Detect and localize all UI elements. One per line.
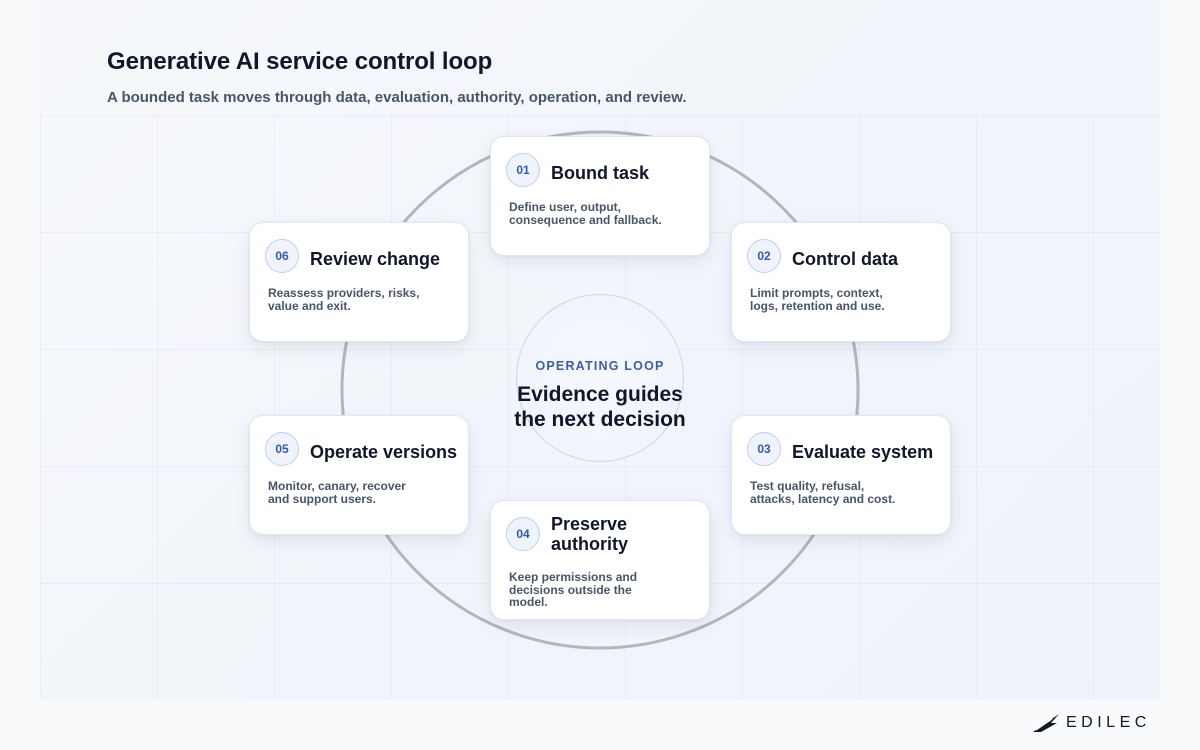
step-description-line: Keep permissions and bbox=[509, 570, 638, 584]
step-card-operate-versions: 05 Operate versions Monitor, canary, rec… bbox=[249, 415, 469, 535]
page-title: Generative AI service control loop bbox=[107, 48, 493, 75]
step-description: Limit prompts, context, logs, retention … bbox=[750, 287, 935, 312]
step-title: Preserve authority bbox=[551, 514, 706, 554]
step-title: Review change bbox=[310, 249, 441, 269]
step-card-bound-task: 01 Bound task Define user, output, conse… bbox=[490, 136, 710, 256]
step-number-badge: 02 bbox=[747, 239, 781, 273]
step-title-line: authority bbox=[551, 534, 629, 554]
step-number-badge: 06 bbox=[265, 239, 299, 273]
step-title: Control data bbox=[792, 249, 898, 269]
step-card-evaluate-system: 03 Evaluate system Test quality, refusal… bbox=[731, 415, 951, 535]
step-description-line: decisions outside the bbox=[509, 582, 632, 597]
step-description-line: Reassess providers, risks, bbox=[268, 286, 420, 300]
step-description: Define user, output, consequence and fal… bbox=[509, 201, 694, 226]
step-title: Evaluate system bbox=[792, 442, 934, 462]
step-description-line: Test quality, refusal, bbox=[750, 479, 865, 493]
step-description-line: logs, retention and use. bbox=[750, 298, 885, 313]
step-card-control-data: 02 Control data Limit prompts, context, … bbox=[731, 222, 951, 342]
step-description: Monitor, canary, recover and support use… bbox=[268, 480, 453, 505]
center-headline-line1: Evidence guides bbox=[517, 383, 683, 406]
step-description-line: attacks, latency and cost. bbox=[750, 491, 896, 506]
center-headline-line2: the next decision bbox=[514, 408, 686, 431]
loop-ring-circle bbox=[340, 130, 860, 650]
center-hub: OPERATING LOOP Evidence guides the next … bbox=[514, 294, 686, 462]
step-number-badge: 03 bbox=[747, 432, 781, 466]
step-description-line: model. bbox=[509, 595, 548, 609]
step-description-line: and support users. bbox=[268, 491, 377, 506]
step-description: Test quality, refusal, attacks, latency … bbox=[750, 480, 935, 505]
step-description-line: Define user, output, bbox=[509, 200, 622, 214]
step-card-review-change: 06 Review change Reassess providers, ris… bbox=[249, 222, 469, 342]
center-headline: Evidence guides the next decision bbox=[507, 382, 693, 432]
page-subtitle: A bounded task moves through data, evalu… bbox=[107, 89, 687, 106]
step-number-badge: 04 bbox=[506, 517, 540, 551]
center-kicker: OPERATING LOOP bbox=[535, 359, 665, 373]
step-description-line: Limit prompts, context, bbox=[750, 286, 883, 300]
step-title: Bound task bbox=[551, 163, 650, 183]
edilec-logo-icon bbox=[1033, 714, 1059, 732]
brand-name: EDILEC bbox=[1066, 714, 1151, 731]
step-card-preserve-authority: 04 Preserve authority Keep permissions a… bbox=[490, 500, 710, 620]
step-description: Reassess providers, risks, value and exi… bbox=[268, 287, 453, 312]
step-description-line: value and exit. bbox=[268, 298, 351, 313]
step-title-line: Preserve bbox=[551, 514, 628, 534]
step-number-badge: 01 bbox=[506, 153, 540, 187]
step-description-line: Monitor, canary, recover bbox=[268, 479, 406, 493]
step-description-line: consequence and fallback. bbox=[509, 212, 662, 227]
step-title: Operate versions bbox=[310, 442, 458, 462]
step-description: Keep permissions and decisions outside t… bbox=[509, 571, 694, 609]
brand-logo: EDILEC bbox=[1032, 712, 1151, 734]
step-number-badge: 05 bbox=[265, 432, 299, 466]
